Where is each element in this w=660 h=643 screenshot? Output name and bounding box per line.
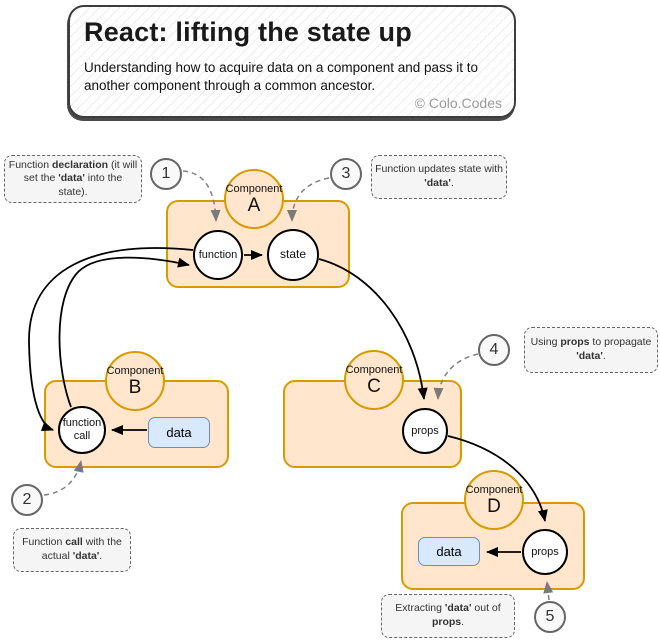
component-a-letter: A xyxy=(247,194,261,216)
note-text-segment: . xyxy=(450,177,454,189)
node-function: function xyxy=(193,230,243,280)
step-circle-3: 3 xyxy=(330,158,362,190)
node-data-b: data xyxy=(148,417,210,448)
page-title: React: lifting the state up xyxy=(84,17,412,47)
title-card: React: lifting the state up Understandin… xyxy=(68,5,516,118)
note-text: Using props to propagate 'data'. xyxy=(528,336,654,363)
note-using-props: Using props to propagate 'data'. xyxy=(524,327,658,373)
credit-watermark: © Colo.Codes xyxy=(414,95,502,111)
note-text: Function updates state with 'data'. xyxy=(375,163,503,190)
note-text-segment: Function updates state with xyxy=(375,163,503,176)
step-circle-5: 5 xyxy=(534,601,566,633)
note-text-segment: out of xyxy=(471,602,501,615)
note-text-segment-bold: props xyxy=(431,616,462,628)
component-d-letter: D xyxy=(487,495,501,517)
node-props-c: props xyxy=(402,408,448,454)
component-b-letter: B xyxy=(128,376,142,398)
note-function-declaration: Function declaration (it will set the 'd… xyxy=(4,155,142,203)
note-text-segment-bold: declaration xyxy=(52,158,109,171)
note-text-segment: Function xyxy=(22,536,66,549)
component-a-label: Component xyxy=(225,182,283,195)
note-text-segment: with the actual xyxy=(41,536,122,562)
component-c-badge: Component C xyxy=(344,350,404,410)
note-text: Extracting 'data' out of props. xyxy=(385,602,511,629)
node-function-call: function call xyxy=(58,406,106,454)
note-updates-state: Function updates state with 'data'. xyxy=(371,155,507,199)
note-text-segment: . xyxy=(602,350,606,362)
note-text-segment: into the state). xyxy=(58,172,123,198)
note-text-segment-bold: call xyxy=(65,536,83,549)
component-a-badge: Component A xyxy=(224,169,284,229)
note-text-segment: Function xyxy=(8,158,52,171)
note-function-call: Function call with the actual 'data'. xyxy=(13,528,131,572)
component-d-label: Component xyxy=(465,483,523,496)
note-text-segment: . xyxy=(99,550,103,562)
page-subtitle: Understanding how to acquire data on a c… xyxy=(84,60,479,93)
note-text-segment: Extracting xyxy=(395,602,445,615)
component-d-badge: Component D xyxy=(464,470,524,530)
note-text-segment-bold: 'data' xyxy=(424,177,451,189)
note-text-segment-bold: 'data' xyxy=(58,172,85,185)
component-b-badge: Component B xyxy=(105,351,165,411)
note-text-segment: Using xyxy=(530,336,561,349)
note-text-segment: . xyxy=(461,616,465,628)
step-circle-4: 4 xyxy=(478,334,510,366)
note-text-segment: (it will set the xyxy=(23,158,138,185)
note-extracting-data: Extracting 'data' out of props. xyxy=(381,594,515,638)
node-data-d: data xyxy=(418,537,480,566)
node-state: state xyxy=(267,229,319,281)
component-b-label: Component xyxy=(106,364,164,377)
note-text: Function declaration (it will set the 'd… xyxy=(8,159,138,200)
note-text-segment-bold: props xyxy=(560,336,590,349)
node-props-d: props xyxy=(522,529,568,575)
note-text-segment-bold: 'data' xyxy=(72,550,100,562)
note-text-segment: to propagate xyxy=(589,336,652,349)
note-text: Function call with the actual 'data'. xyxy=(17,536,127,563)
step-circle-1: 1 xyxy=(150,158,182,190)
component-c-letter: C xyxy=(367,375,381,397)
step-circle-2: 2 xyxy=(11,484,43,516)
component-c-label: Component xyxy=(345,363,403,376)
note-text-segment-bold: 'data' xyxy=(444,602,472,615)
note-text-segment-bold: 'data' xyxy=(576,350,603,362)
